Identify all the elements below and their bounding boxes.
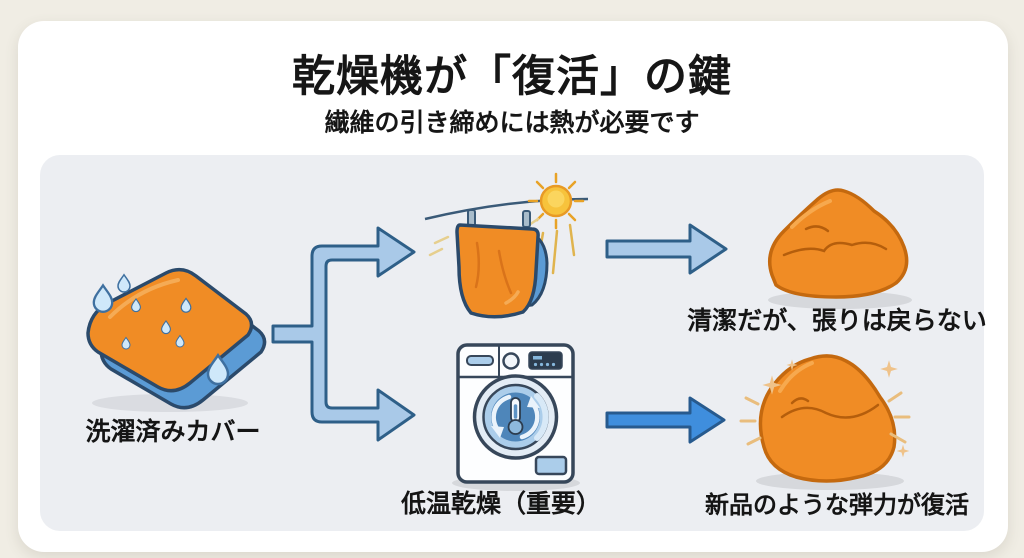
towel-folds bbox=[474, 241, 513, 295]
flow-diagram bbox=[86, 172, 912, 491]
detergent-drawer bbox=[466, 355, 494, 366]
page-title: 乾燥機が「復活」の鍵 bbox=[292, 53, 732, 101]
deflated-beanbag-illustration bbox=[768, 188, 912, 309]
split-arrow-icon bbox=[271, 226, 416, 442]
glow-rays bbox=[739, 391, 911, 446]
rotation-arrows-icon bbox=[491, 394, 540, 440]
creases bbox=[782, 241, 888, 257]
arrow-right-icon bbox=[605, 223, 728, 275]
page-subtitle: 繊維の引き締めには熱が必要です bbox=[324, 109, 700, 137]
label-machine-result: 新品のような弾力が復活 bbox=[705, 492, 969, 519]
thermometer-icon bbox=[507, 397, 524, 435]
plump-beanbag-illustration bbox=[739, 354, 911, 490]
label-washed-cover: 洗濯済みカバー bbox=[85, 418, 261, 446]
dial-knob bbox=[502, 352, 520, 370]
bold-arrow-right-icon bbox=[605, 396, 726, 444]
clothespins-icon bbox=[467, 209, 531, 228]
towel-icon bbox=[455, 223, 540, 319]
wet-cover-illustration bbox=[86, 267, 267, 412]
filter-hatch bbox=[534, 455, 568, 476]
air-dry-illustration bbox=[424, 172, 589, 319]
display-panel bbox=[528, 351, 563, 370]
cover-highlight bbox=[108, 278, 180, 319]
crease bbox=[780, 403, 880, 419]
dryer-illustration bbox=[452, 343, 580, 491]
label-low-temp-dry: 低温乾燥（重要） bbox=[400, 490, 601, 518]
label-air-dry-result: 清潔だが、張りは戻らない bbox=[687, 307, 987, 335]
